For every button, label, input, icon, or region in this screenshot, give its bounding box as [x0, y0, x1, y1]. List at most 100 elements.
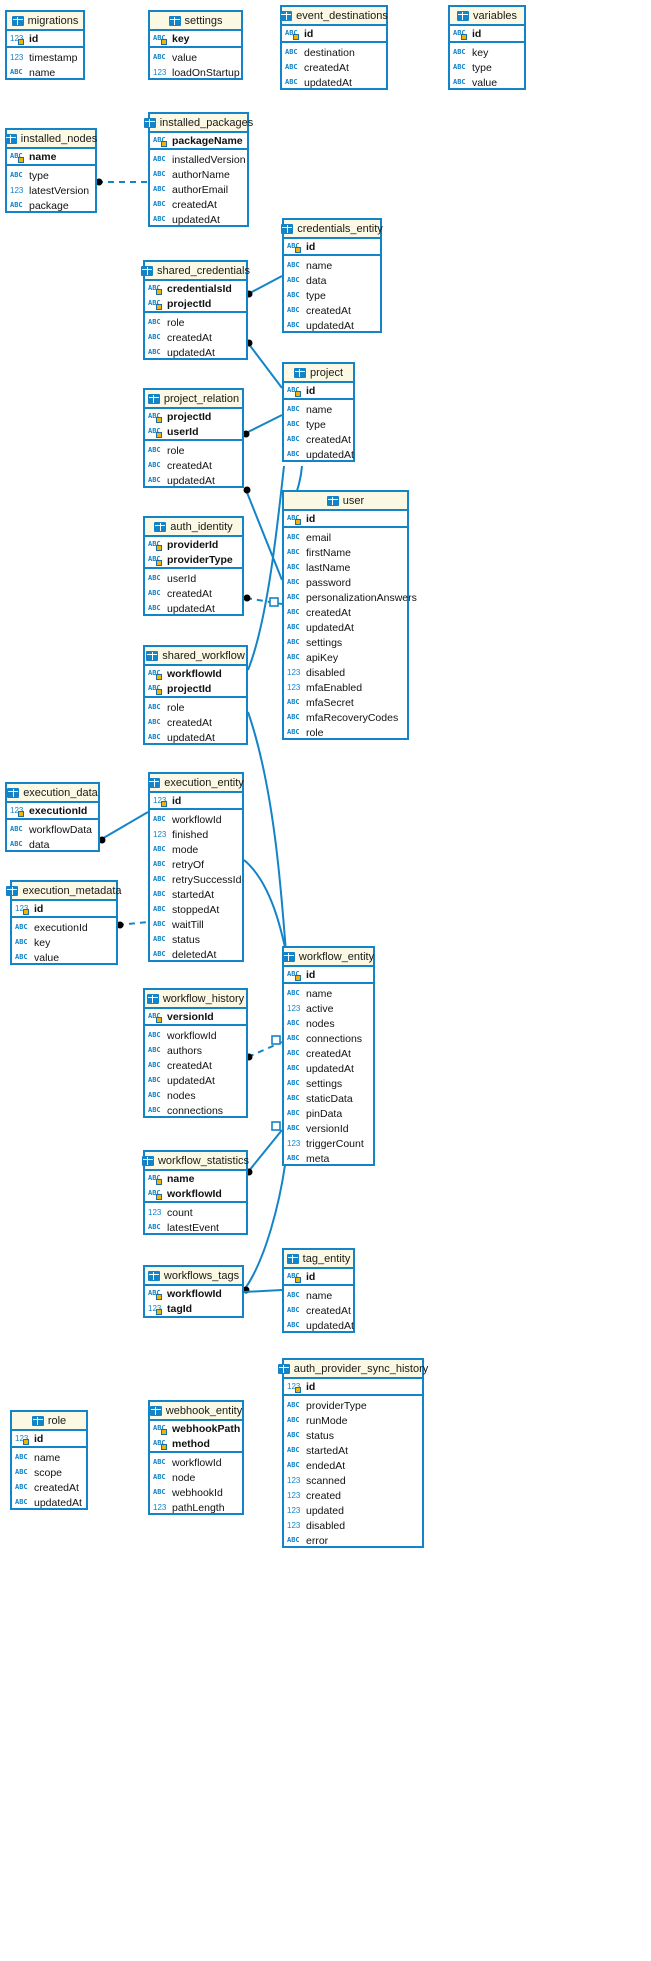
entity-header[interactable]: project_relation [145, 390, 242, 409]
entity-header[interactable]: auth_provider_sync_history [277, 1360, 428, 1379]
entity-header[interactable]: project [284, 364, 353, 383]
entity-header[interactable]: user [284, 492, 407, 511]
entity-header[interactable]: workflow_statistics [141, 1152, 249, 1171]
entity-header[interactable]: event_destinations [280, 7, 388, 26]
entity-header[interactable]: execution_entity [148, 774, 244, 793]
entity-header[interactable]: auth_identity [145, 518, 242, 537]
entity-header[interactable]: execution_metadata [6, 882, 122, 901]
entity-header[interactable]: settings [150, 12, 241, 31]
entity-header[interactable]: execution_data [7, 784, 98, 803]
entity-header[interactable]: variables [450, 7, 524, 26]
